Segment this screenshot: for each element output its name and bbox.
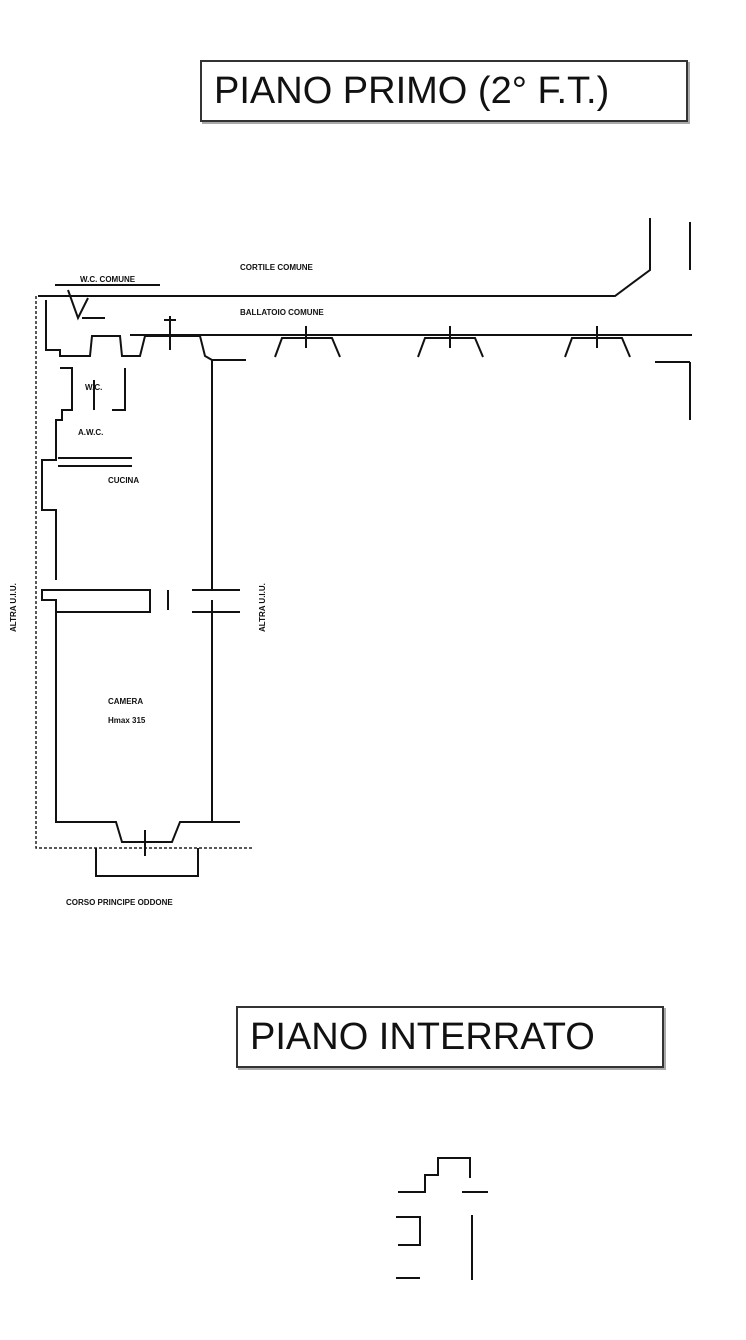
balcony-label: BALLATOIO COMUNE: [240, 308, 324, 317]
unit-walls: [41, 300, 246, 843]
anti-wc-label: A.W.C.: [78, 428, 103, 437]
street-balcony: [95, 830, 199, 877]
wc-label: W.C.: [85, 383, 102, 392]
kitchen-label: CUCINA: [108, 476, 139, 485]
street-label: CORSO PRINCIPE ODDONE: [66, 898, 173, 907]
first-floor-title: PIANO PRIMO (2° F.T.): [200, 60, 688, 122]
basement-walls: [396, 1157, 488, 1280]
other-unit-left-label: ALTRA U.I.U.: [9, 583, 18, 632]
courtyard-wall: [38, 218, 651, 297]
courtyard-label: CORTILE COMUNE: [240, 263, 314, 272]
window-marks: [164, 316, 631, 358]
room-height-label: Hmax 315: [108, 716, 146, 725]
other-unit-right-label: ALTRA U.I.U.: [258, 583, 267, 632]
wc-common-label: W.C. COMUNE: [80, 275, 136, 284]
room-label: CAMERA: [108, 697, 143, 706]
basement-title: PIANO INTERRATO: [236, 1006, 664, 1068]
unit-boundary: [35, 296, 252, 849]
